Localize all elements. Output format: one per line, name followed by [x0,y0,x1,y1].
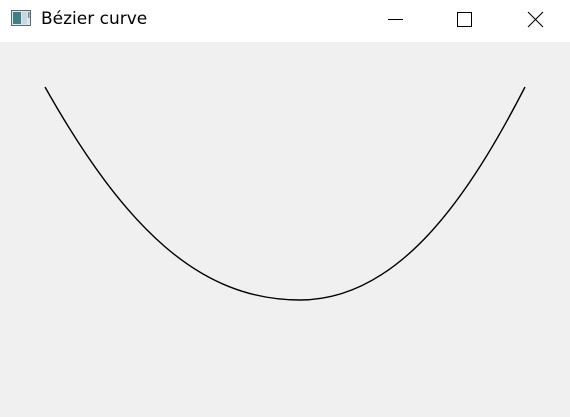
close-button[interactable] [512,0,558,42]
close-icon [527,11,544,28]
maximize-button[interactable] [441,0,487,42]
window-title: Bézier curve [41,9,148,29]
app-window-icon [11,10,31,26]
title-bar[interactable]: Bézier curve [0,0,570,42]
maximize-icon [457,12,472,27]
minimize-button[interactable] [373,0,419,42]
bezier-curve [44,86,526,301]
minimize-icon [388,19,403,20]
drawing-canvas [44,86,526,301]
